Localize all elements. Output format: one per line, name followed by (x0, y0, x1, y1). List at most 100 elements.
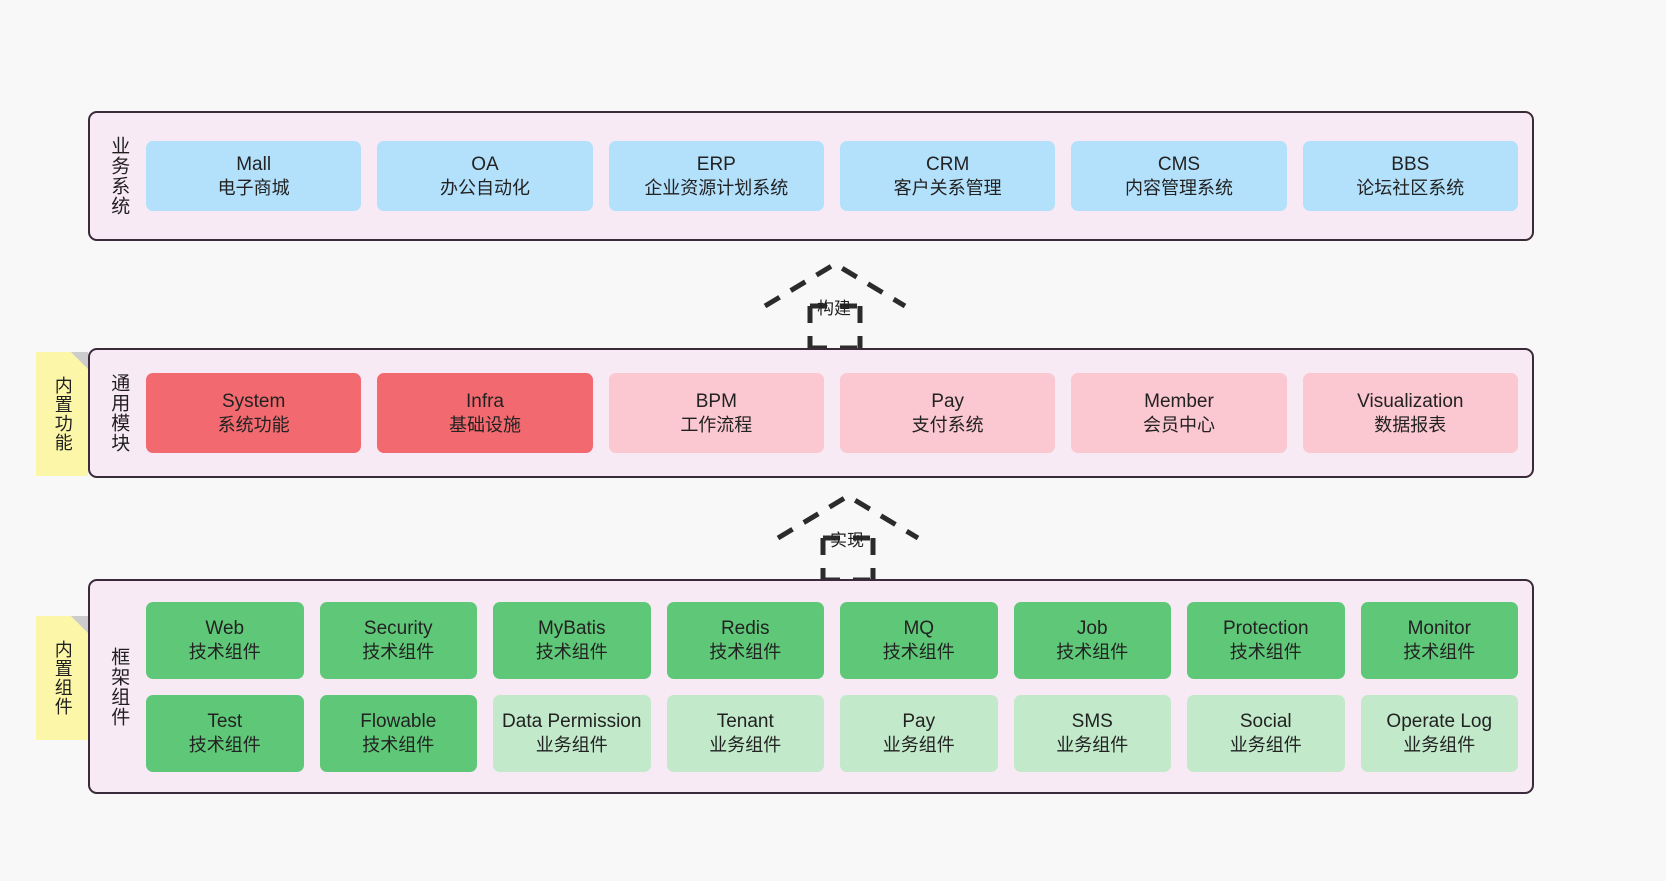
card-title-cn: 业务组件 (882, 734, 955, 755)
card-pay[interactable]: Pay 支付系统 (839, 373, 1056, 453)
layer-title-framework: 框架组件 (108, 646, 130, 727)
card-mall[interactable]: Mall 电子商城 (146, 141, 362, 211)
card-title-cn: 客户关系管理 (893, 177, 1002, 198)
card-redis[interactable]: Redis 技术组件 (666, 601, 824, 679)
card-title-en: Test (207, 710, 243, 732)
card-protection[interactable]: Protection 技术组件 (1187, 601, 1345, 679)
card-title-en: Redis (720, 617, 770, 639)
card-title-en: Monitor (1407, 617, 1471, 639)
layer-common-modules: 通用模块 System 系统功能 Infra 基础设施 BPM 工作流程 Pay… (88, 348, 1534, 478)
card-row: Mall 电子商城 OA 办公自动化 ERP 企业资源计划系统 CRM 客户关系… (146, 141, 1518, 211)
card-crm[interactable]: CRM 客户关系管理 (839, 141, 1056, 211)
card-security[interactable]: Security 技术组件 (319, 601, 477, 679)
card-title-en: CRM (926, 153, 970, 175)
card-title-en: Web (205, 617, 245, 639)
card-title-cn: 论坛社区系统 (1356, 177, 1465, 198)
card-title-cn: 电子商城 (217, 177, 290, 198)
card-title-en: BBS (1391, 153, 1430, 175)
card-job[interactable]: Job 技术组件 (1013, 601, 1171, 679)
card-title-en: Infra (465, 390, 504, 412)
card-title-cn: 会员中心 (1142, 414, 1215, 435)
card-title-en: Tenant (716, 710, 774, 732)
arrow-build: 构建 (755, 258, 915, 350)
card-title-en: MyBatis (537, 617, 606, 639)
card-oa[interactable]: OA 办公自动化 (377, 141, 593, 211)
card-pay-business[interactable]: Pay 业务组件 (840, 694, 998, 772)
card-test[interactable]: Test 技术组件 (146, 694, 304, 772)
card-title-cn: 业务组件 (1229, 734, 1302, 755)
card-bpm[interactable]: BPM 工作流程 (608, 373, 824, 453)
card-title-cn: 技术组件 (1403, 641, 1476, 662)
card-title-en: Social (1239, 710, 1292, 732)
layer-body-business: Mall 电子商城 OA 办公自动化 ERP 企业资源计划系统 CRM 客户关系… (146, 113, 1532, 239)
card-title-cn: 技术组件 (1056, 641, 1129, 662)
card-monitor[interactable]: Monitor 技术组件 (1360, 601, 1518, 679)
card-title-en: Member (1144, 390, 1214, 412)
card-title-cn: 办公自动化 (439, 177, 530, 198)
card-erp[interactable]: ERP 企业资源计划系统 (608, 141, 824, 211)
card-web[interactable]: Web 技术组件 (146, 601, 304, 679)
card-mq[interactable]: MQ 技术组件 (840, 601, 998, 679)
card-title-en: SMS (1071, 710, 1113, 732)
card-title-cn: 业务组件 (535, 734, 608, 755)
layer-framework-components: 框架组件 Web 技术组件 Security 技术组件 MyBatis 技术组件… (88, 579, 1534, 794)
card-title-en: Protection (1222, 617, 1309, 639)
card-title-en: Flowable (360, 710, 437, 732)
card-title-cn: 业务组件 (709, 734, 782, 755)
card-title-en: Operate Log (1386, 710, 1493, 732)
card-title-cn: 技术组件 (188, 734, 261, 755)
arrow-label-implement: 实现 (830, 531, 864, 550)
card-title-en: BPM (695, 390, 737, 412)
card-title-cn: 支付系统 (911, 414, 984, 435)
card-title-en: Job (1076, 617, 1108, 639)
card-title-cn: 技术组件 (188, 641, 261, 662)
card-title-cn: 技术组件 (882, 641, 955, 662)
card-tenant[interactable]: Tenant 业务组件 (666, 694, 824, 772)
card-title-cn: 企业资源计划系统 (644, 177, 789, 198)
card-infra[interactable]: Infra 基础设施 (377, 373, 593, 453)
note-builtin-components: 内置组件 (36, 616, 88, 740)
card-row: Test 技术组件 Flowable 技术组件 Data Permission … (146, 694, 1518, 772)
card-title-en: Mall (236, 153, 272, 175)
card-member[interactable]: Member 会员中心 (1071, 373, 1287, 453)
card-social[interactable]: Social 业务组件 (1187, 694, 1345, 772)
card-title-cn: 技术组件 (709, 641, 782, 662)
layer-body-modules: System 系统功能 Infra 基础设施 BPM 工作流程 Pay 支付系统… (146, 350, 1532, 476)
card-sms[interactable]: SMS 业务组件 (1013, 694, 1171, 772)
card-title-cn: 业务组件 (1056, 734, 1129, 755)
card-title-cn: 数据报表 (1374, 414, 1447, 435)
arrow-label-build: 构建 (817, 299, 851, 318)
card-row: System 系统功能 Infra 基础设施 BPM 工作流程 Pay 支付系统… (146, 373, 1518, 453)
card-flowable[interactable]: Flowable 技术组件 (319, 694, 477, 772)
arrow-implement: 实现 (768, 490, 928, 582)
card-title-cn: 技术组件 (362, 734, 435, 755)
card-title-en: Visualization (1357, 390, 1464, 412)
card-bbs[interactable]: BBS 论坛社区系统 (1302, 141, 1518, 211)
card-data-permission[interactable]: Data Permission 业务组件 (493, 694, 651, 772)
layer-business-systems: 业务系统 Mall 电子商城 OA 办公自动化 ERP 企业资源计划系统 CRM… (88, 111, 1534, 241)
card-title-en: CMS (1157, 153, 1201, 175)
layer-title-modules: 通用模块 (108, 373, 130, 453)
card-title-cn: 工作流程 (680, 414, 753, 435)
note-builtin-functions: 内置功能 (36, 352, 88, 476)
card-title-en: MQ (903, 617, 935, 639)
card-title-cn: 业务组件 (1403, 734, 1476, 755)
layer-title-business: 业务系统 (108, 136, 130, 216)
card-operate-log[interactable]: Operate Log 业务组件 (1360, 694, 1518, 772)
note-text: 内置组件 (52, 640, 73, 716)
layer-body-framework: Web 技术组件 Security 技术组件 MyBatis 技术组件 Redi… (146, 581, 1532, 792)
card-mybatis[interactable]: MyBatis 技术组件 (493, 601, 651, 679)
card-title-cn: 内容管理系统 (1124, 177, 1233, 198)
card-visualization[interactable]: Visualization 数据报表 (1302, 373, 1518, 453)
card-title-cn: 基础设施 (448, 414, 521, 435)
card-title-en: ERP (696, 153, 736, 175)
card-system[interactable]: System 系统功能 (146, 373, 362, 453)
card-title-en: Security (363, 617, 433, 639)
card-cms[interactable]: CMS 内容管理系统 (1071, 141, 1287, 211)
card-row: Web 技术组件 Security 技术组件 MyBatis 技术组件 Redi… (146, 601, 1518, 679)
card-title-cn: 技术组件 (362, 641, 435, 662)
card-title-cn: 系统功能 (217, 414, 290, 435)
note-text: 内置功能 (52, 376, 73, 452)
card-title-en: OA (471, 153, 499, 175)
